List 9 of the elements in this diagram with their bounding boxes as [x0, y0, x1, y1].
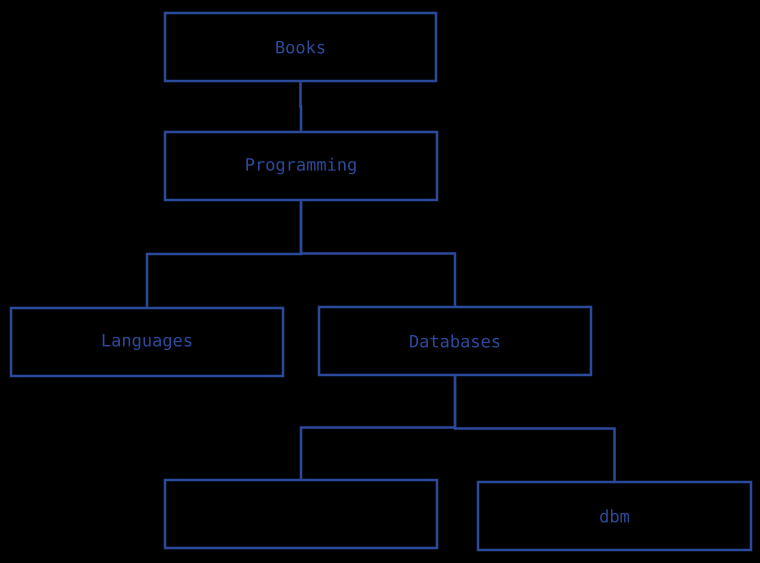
tree-box: Programming — [164, 130, 438, 202]
connector-line — [454, 376, 616, 481]
tree-box: Books — [164, 12, 438, 82]
tree-box: Languages — [10, 306, 284, 378]
connector-line — [299, 82, 302, 131]
tree-box: Databases — [318, 306, 592, 376]
tree-box: dbm — [476, 480, 752, 552]
connector-line — [300, 201, 456, 306]
empty-box — [164, 478, 438, 550]
